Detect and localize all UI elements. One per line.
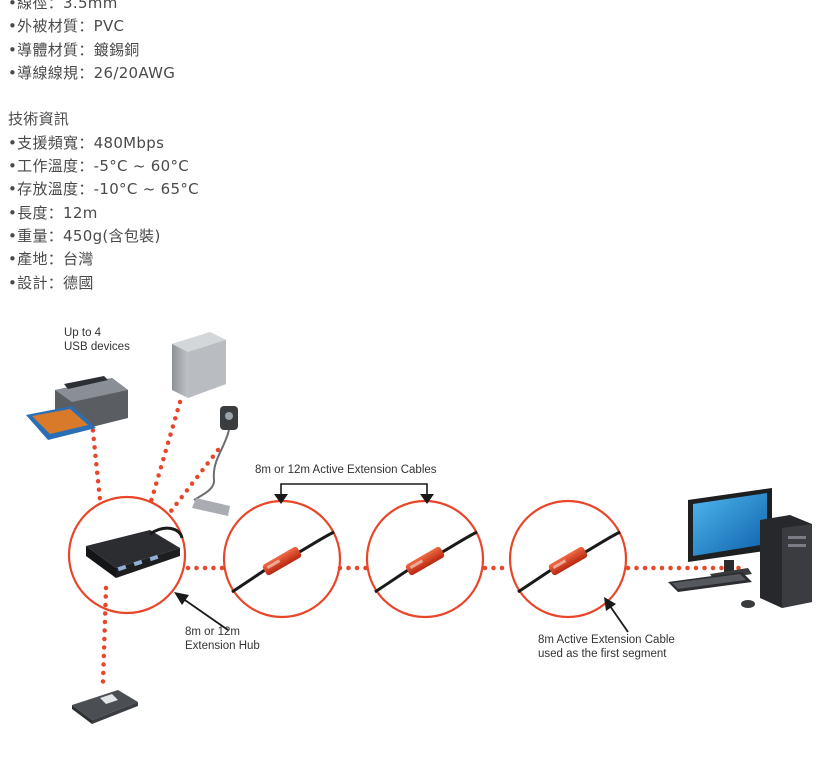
spec-line: •產地：台灣: [8, 250, 94, 269]
printer-icon: [26, 376, 128, 440]
spec-gap: [8, 85, 199, 108]
webcam-icon: [192, 406, 238, 516]
spec-line: •設計：德國: [8, 273, 94, 292]
devices-label: Up to 4 USB devices: [64, 326, 130, 354]
hard-drive-icon: [172, 279, 226, 398]
extension-cable-icon: [517, 530, 621, 594]
cables-label: 8m or 12m Active Extension Cables: [255, 464, 437, 476]
first-segment-label-line-2: used as the first segment: [538, 648, 667, 660]
usb-extension-diagram: Up to 4 USB devices 8m or 12m Active Ext…: [0, 279, 829, 759]
usb-hub-icon: [86, 526, 184, 578]
extension-cable-icon: [374, 530, 478, 594]
extension-cable-icon: [231, 530, 335, 594]
first-segment-label-line-1: 8m Active Extension Cable: [538, 634, 675, 646]
cables-bracket: [280, 483, 428, 494]
spec-line: •工作溫度：-5°C ~ 60°C: [8, 157, 190, 176]
spec-line: •導線線規：26/20AWG: [8, 63, 176, 82]
spec-line: •導體材質：鍍錫銅: [8, 40, 140, 59]
scanner-icon: [72, 690, 138, 724]
hub-label: 8m or 12m Extension Hub: [185, 625, 260, 653]
spec-list: •線徑：3.5mm •外被材質：PVC •導體材質：鍍錫銅 •導線線規：26/2…: [8, 0, 199, 295]
bracket-arrowheads: [274, 494, 434, 504]
section-heading: 技術資訊: [8, 110, 70, 129]
hub-label-line-2: Extension Hub: [185, 640, 260, 652]
hub-label-line-1: 8m or 12m: [185, 626, 240, 638]
diagram-graphic: [26, 279, 812, 724]
device-connection-dots: [89, 399, 743, 685]
spec-line: •線徑：3.5mm: [8, 0, 118, 12]
spec-line: •外被材質：PVC: [8, 17, 125, 36]
spec-line: •支援頻寬：480Mbps: [8, 133, 165, 152]
spec-line: •存放溫度：-10°C ~ 65°C: [8, 180, 199, 199]
first-segment-pointer-arrow: [604, 597, 629, 633]
devices-label-line-2: USB devices: [64, 341, 130, 353]
hub-pointer-arrow: [174, 592, 229, 631]
first-segment-label: 8m Active Extension Cable used as the fi…: [538, 633, 675, 661]
spec-line: •長度：12m: [8, 203, 98, 222]
desktop-computer-icon: [668, 488, 812, 608]
spec-line: •重量：450g(含包裝): [8, 226, 161, 245]
devices-label-line-1: Up to 4: [64, 327, 102, 339]
